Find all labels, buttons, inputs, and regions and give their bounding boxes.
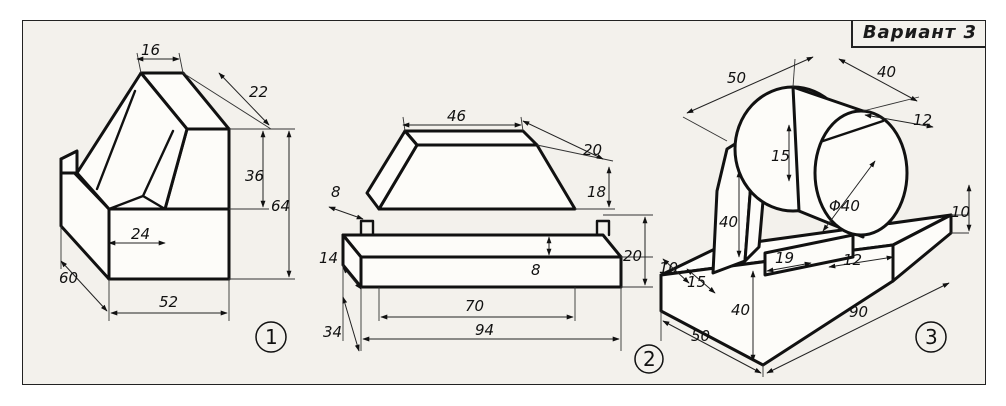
fig1-back-wall [59, 149, 79, 175]
fig1-ext-6 [178, 52, 184, 74]
fig3-dim-19: 19 [775, 249, 794, 267]
fig1-front-face [107, 207, 231, 281]
fig3-dim-line-12a [864, 113, 934, 129]
fig3-ext-1 [682, 116, 728, 142]
fig1-dim-64: 64 [271, 197, 290, 215]
fig3-dim-15a: 15 [771, 147, 790, 165]
fig3-dim-line-phi40 [822, 160, 876, 232]
fig2-dim-14: 14 [319, 249, 338, 267]
fig2-dim-line-34 [342, 296, 360, 352]
fig3-dim-line-10b [662, 258, 690, 284]
fig1-dim-60: 60 [59, 269, 78, 287]
fig1-number: 1 [265, 325, 278, 349]
fig3-dim-phi40: Φ40 [829, 197, 860, 215]
fig2-dim-34: 34 [323, 323, 342, 341]
fig2-dim-line-8a [328, 206, 364, 220]
fig3-dim-40c: 40 [731, 301, 750, 319]
fig1-ext-5 [136, 52, 142, 74]
fig2-edge-3 [595, 219, 611, 237]
fig3-dim-50b: 50 [691, 327, 710, 345]
fig2-dim-line-20a [522, 120, 604, 160]
drawings-canvas: 16 22 36 64 24 60 52 1 [59, 41, 972, 377]
fig1-number-circle [255, 321, 287, 353]
fig2-dim-20a: 20 [583, 141, 602, 159]
fig2-base-front [359, 255, 623, 289]
fig3-ext-3 [862, 96, 920, 112]
fig1-dim-52: 52 [159, 293, 178, 311]
fig3-number: 3 [925, 325, 938, 349]
fig3-dim-line-40a [838, 58, 918, 102]
fig3-dim-line-50b [662, 320, 762, 374]
fig2-base-top [341, 233, 623, 259]
fig2-dim-18: 18 [587, 183, 606, 201]
fig1-dim-22: 22 [249, 83, 268, 101]
fig2-dim-94: 94 [475, 321, 494, 339]
fig1-dim-36: 36 [245, 167, 264, 185]
fig1-edge-1 [95, 89, 175, 211]
fig3-dim-line-15b [686, 268, 716, 294]
fig3-cylinder-front [813, 109, 909, 237]
fig2-dim-70: 70 [465, 297, 484, 315]
fig3-dim-40a: 40 [877, 63, 896, 81]
fig3-dim-line-12b [828, 255, 894, 269]
variant-label: Вариант 3 [850, 21, 985, 48]
figure-1: 16 22 36 64 24 60 52 1 [59, 41, 295, 353]
fig2-ext-2 [520, 116, 524, 132]
fig3-dim-50a: 50 [727, 69, 746, 87]
fig1-dim-24: 24 [131, 225, 150, 243]
fig2-dim-46: 46 [447, 107, 466, 125]
fig3-dim-line-90 [766, 282, 950, 374]
fig3-dim-10a: 10 [951, 203, 970, 221]
fig3-dim-line-50a [686, 56, 814, 114]
fig1-rib-slope [75, 71, 189, 211]
fig1-dim-line-60 [60, 260, 108, 312]
fig2-dim-8b: 8 [531, 261, 541, 279]
figure-3: 50 40 12 15 Φ40 40 10 19 12 10 15 40 90 … [659, 56, 972, 377]
fig2-dim-line-14 [342, 266, 362, 290]
fig3-dim-15b: 15 [687, 273, 706, 291]
fig3-dim-10b: 10 [659, 259, 678, 277]
fig3-dim-90: 90 [849, 303, 868, 321]
figure-2: 46 20 18 20 8 8 14 70 94 34 2 [319, 107, 664, 374]
fig3-number-circle [915, 321, 947, 353]
fig1-dim-16: 16 [141, 41, 160, 59]
fig3-dim-line-19 [766, 261, 812, 273]
fig1-dim-line-22 [218, 72, 270, 126]
fig2-trap-top [403, 129, 539, 147]
fig3-dim-12a: 12 [913, 111, 932, 129]
fig2-number: 2 [643, 347, 656, 371]
fig2-dim-8a: 8 [331, 183, 341, 201]
fig2-edge-2 [359, 219, 375, 237]
fig3-ext-2 [792, 58, 796, 88]
fig3-dim-12b: 12 [843, 251, 862, 269]
fig3-dim-40b: 40 [719, 213, 738, 231]
drawing-sheet: 16 22 36 64 24 60 52 1 [22, 20, 986, 385]
fig2-ext-1 [402, 116, 406, 132]
fig2-dim-20b: 20 [623, 247, 642, 265]
